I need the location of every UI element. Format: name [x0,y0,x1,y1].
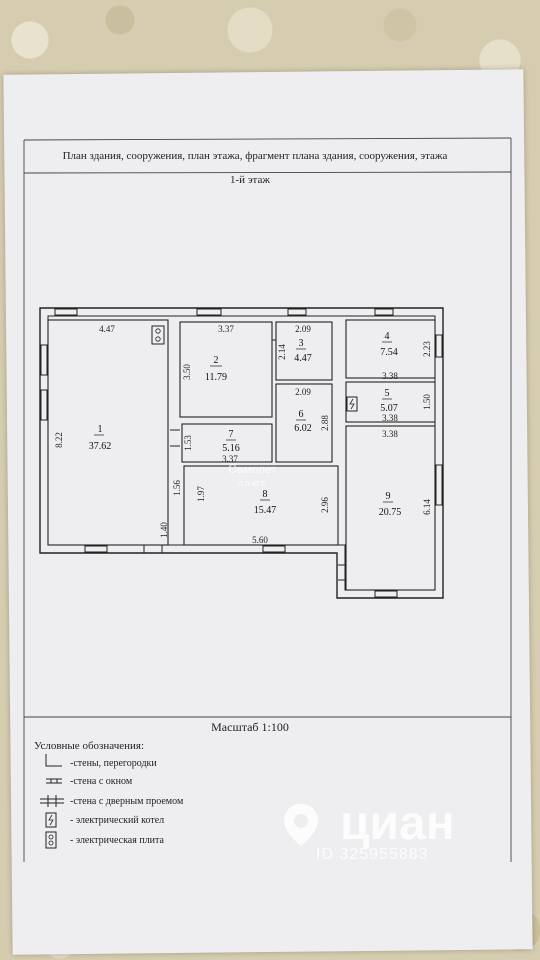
room-7-number: 7 [229,429,234,440]
samolet-watermark: Самолет плюс [228,462,277,490]
room-6-area: 6.02 [294,423,312,434]
legend-symbols [40,754,64,849]
dim-label: 4.47 [99,324,115,334]
room-3-number: 3 [299,338,304,349]
floor-plan [39,307,444,599]
room-6-number: 6 [299,409,304,420]
room-8-area: 15.47 [254,505,277,516]
room-1-number: 1 [98,424,103,435]
dimension-labels: 4.47 8.22 3.37 3.50 2.09 2.14 2.09 2.88 … [54,324,432,545]
watermark-line1: Самолет [228,462,277,476]
dim-label: 8.22 [54,432,64,448]
dim-label: 2.96 [320,497,330,513]
dim-label: 3.38 [382,413,398,423]
room-5-number: 5 [385,388,390,399]
room-2-number: 2 [214,355,219,366]
dim-label: 2.88 [320,415,330,431]
room-3-area: 4.47 [294,353,312,364]
dim-label: 1.56 [172,480,182,496]
listing-id-watermark: ID 325955883 [316,846,429,863]
dim-label: 1.53 [183,435,193,451]
legend-item-boiler: - электрический котел [70,815,165,826]
dim-label: 1.50 [422,394,432,410]
floor-label: 1-й этаж [230,174,270,186]
dim-label: 3.38 [382,429,398,439]
watermark-line2: плюс [237,478,268,488]
dim-label: 1.97 [196,486,206,502]
room-7-area: 5.16 [222,443,240,454]
legend-item-door-wall: -стена с дверным проемом [70,796,184,807]
dim-label: 3.38 [382,371,398,381]
document-title: План здания, сооружения, план этажа, фра… [62,150,448,162]
dim-label: 3.37 [218,324,234,334]
scale-label: Масштаб 1:100 [211,720,289,734]
dim-label: 2.14 [277,344,287,360]
room-8-number: 8 [263,489,268,500]
legend-item-window-wall: -стена с окном [70,776,133,787]
room-1-area: 37.62 [89,441,112,452]
dim-label: 2.09 [295,324,311,334]
dim-label: 2.09 [295,387,311,397]
cian-brand-watermark: циан [340,797,455,850]
dim-label: 3.50 [182,364,192,380]
room-5-area: 5.07 [380,403,398,414]
dim-label: 5.60 [252,535,268,545]
legend-item-walls: -стены, перегородки [70,758,157,769]
dim-label: 2.23 [422,341,432,357]
dim-label: 1.40 [159,522,169,538]
location-pin-icon [284,804,318,846]
dim-label: 3.37 [222,454,238,464]
room-4-area: 7.54 [380,347,398,358]
dim-label: 6.14 [422,499,432,515]
room-4-number: 4 [385,331,390,342]
room-9-number: 9 [386,491,391,502]
room-2-area: 11.79 [205,372,227,383]
room-9-area: 20.75 [379,507,402,518]
legend-title: Условные обозначения: [34,740,145,752]
room-labels: 1 37.62 2 11.79 3 4.47 4 7.54 5 5.07 6 6… [89,331,402,518]
legend-item-stove: - электрическая плита [70,835,164,846]
